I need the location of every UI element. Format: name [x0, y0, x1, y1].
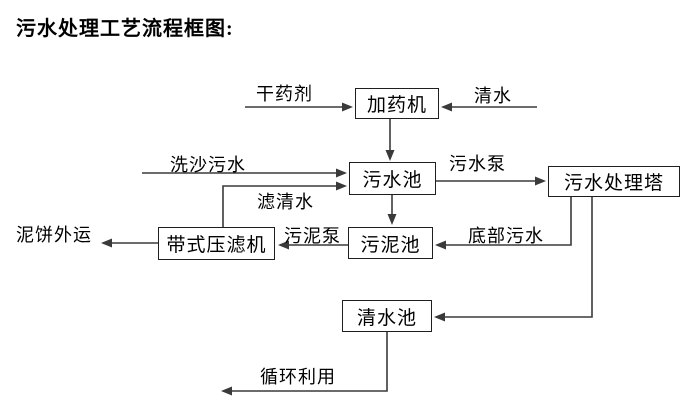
page-title: 污水处理工艺流程框图: [16, 18, 234, 40]
edge-label-sewage-pump: 污水泵 [449, 154, 506, 174]
edge-label-bottom-sewage: 底部污水 [468, 226, 544, 246]
node-sludge-pool: 污泥池 [348, 227, 433, 259]
edge-label-recycle: 循环利用 [260, 367, 336, 387]
node-sewage-pool: 污水池 [349, 162, 436, 195]
edge-label-dry-chemical: 干药剂 [256, 84, 313, 104]
arrow-recycle-out [221, 332, 388, 396]
edge-label-mud-cake-out: 泥饼外运 [16, 225, 92, 245]
node-treatment-tower: 污水处理塔 [548, 166, 680, 197]
node-clean-water-pool: 清水池 [342, 300, 432, 332]
arrow-bottom-sewage-to-sludge-pool [435, 197, 572, 250]
node-belt-filter-press: 带式压滤机 [158, 227, 275, 260]
arrow-filtered-water-to-sewage-pool [222, 181, 347, 227]
node-dosing-machine: 加药机 [355, 88, 439, 119]
edge-label-sludge-pump: 污泥泵 [284, 226, 341, 246]
edge-label-filtered-water: 滤清水 [257, 192, 314, 212]
edge-label-clean-water: 清水 [474, 86, 512, 106]
arrow-treatment-tower-to-clean-water-pool [434, 197, 593, 322]
edge-label-sand-washing-sewage: 洗沙污水 [170, 155, 246, 175]
